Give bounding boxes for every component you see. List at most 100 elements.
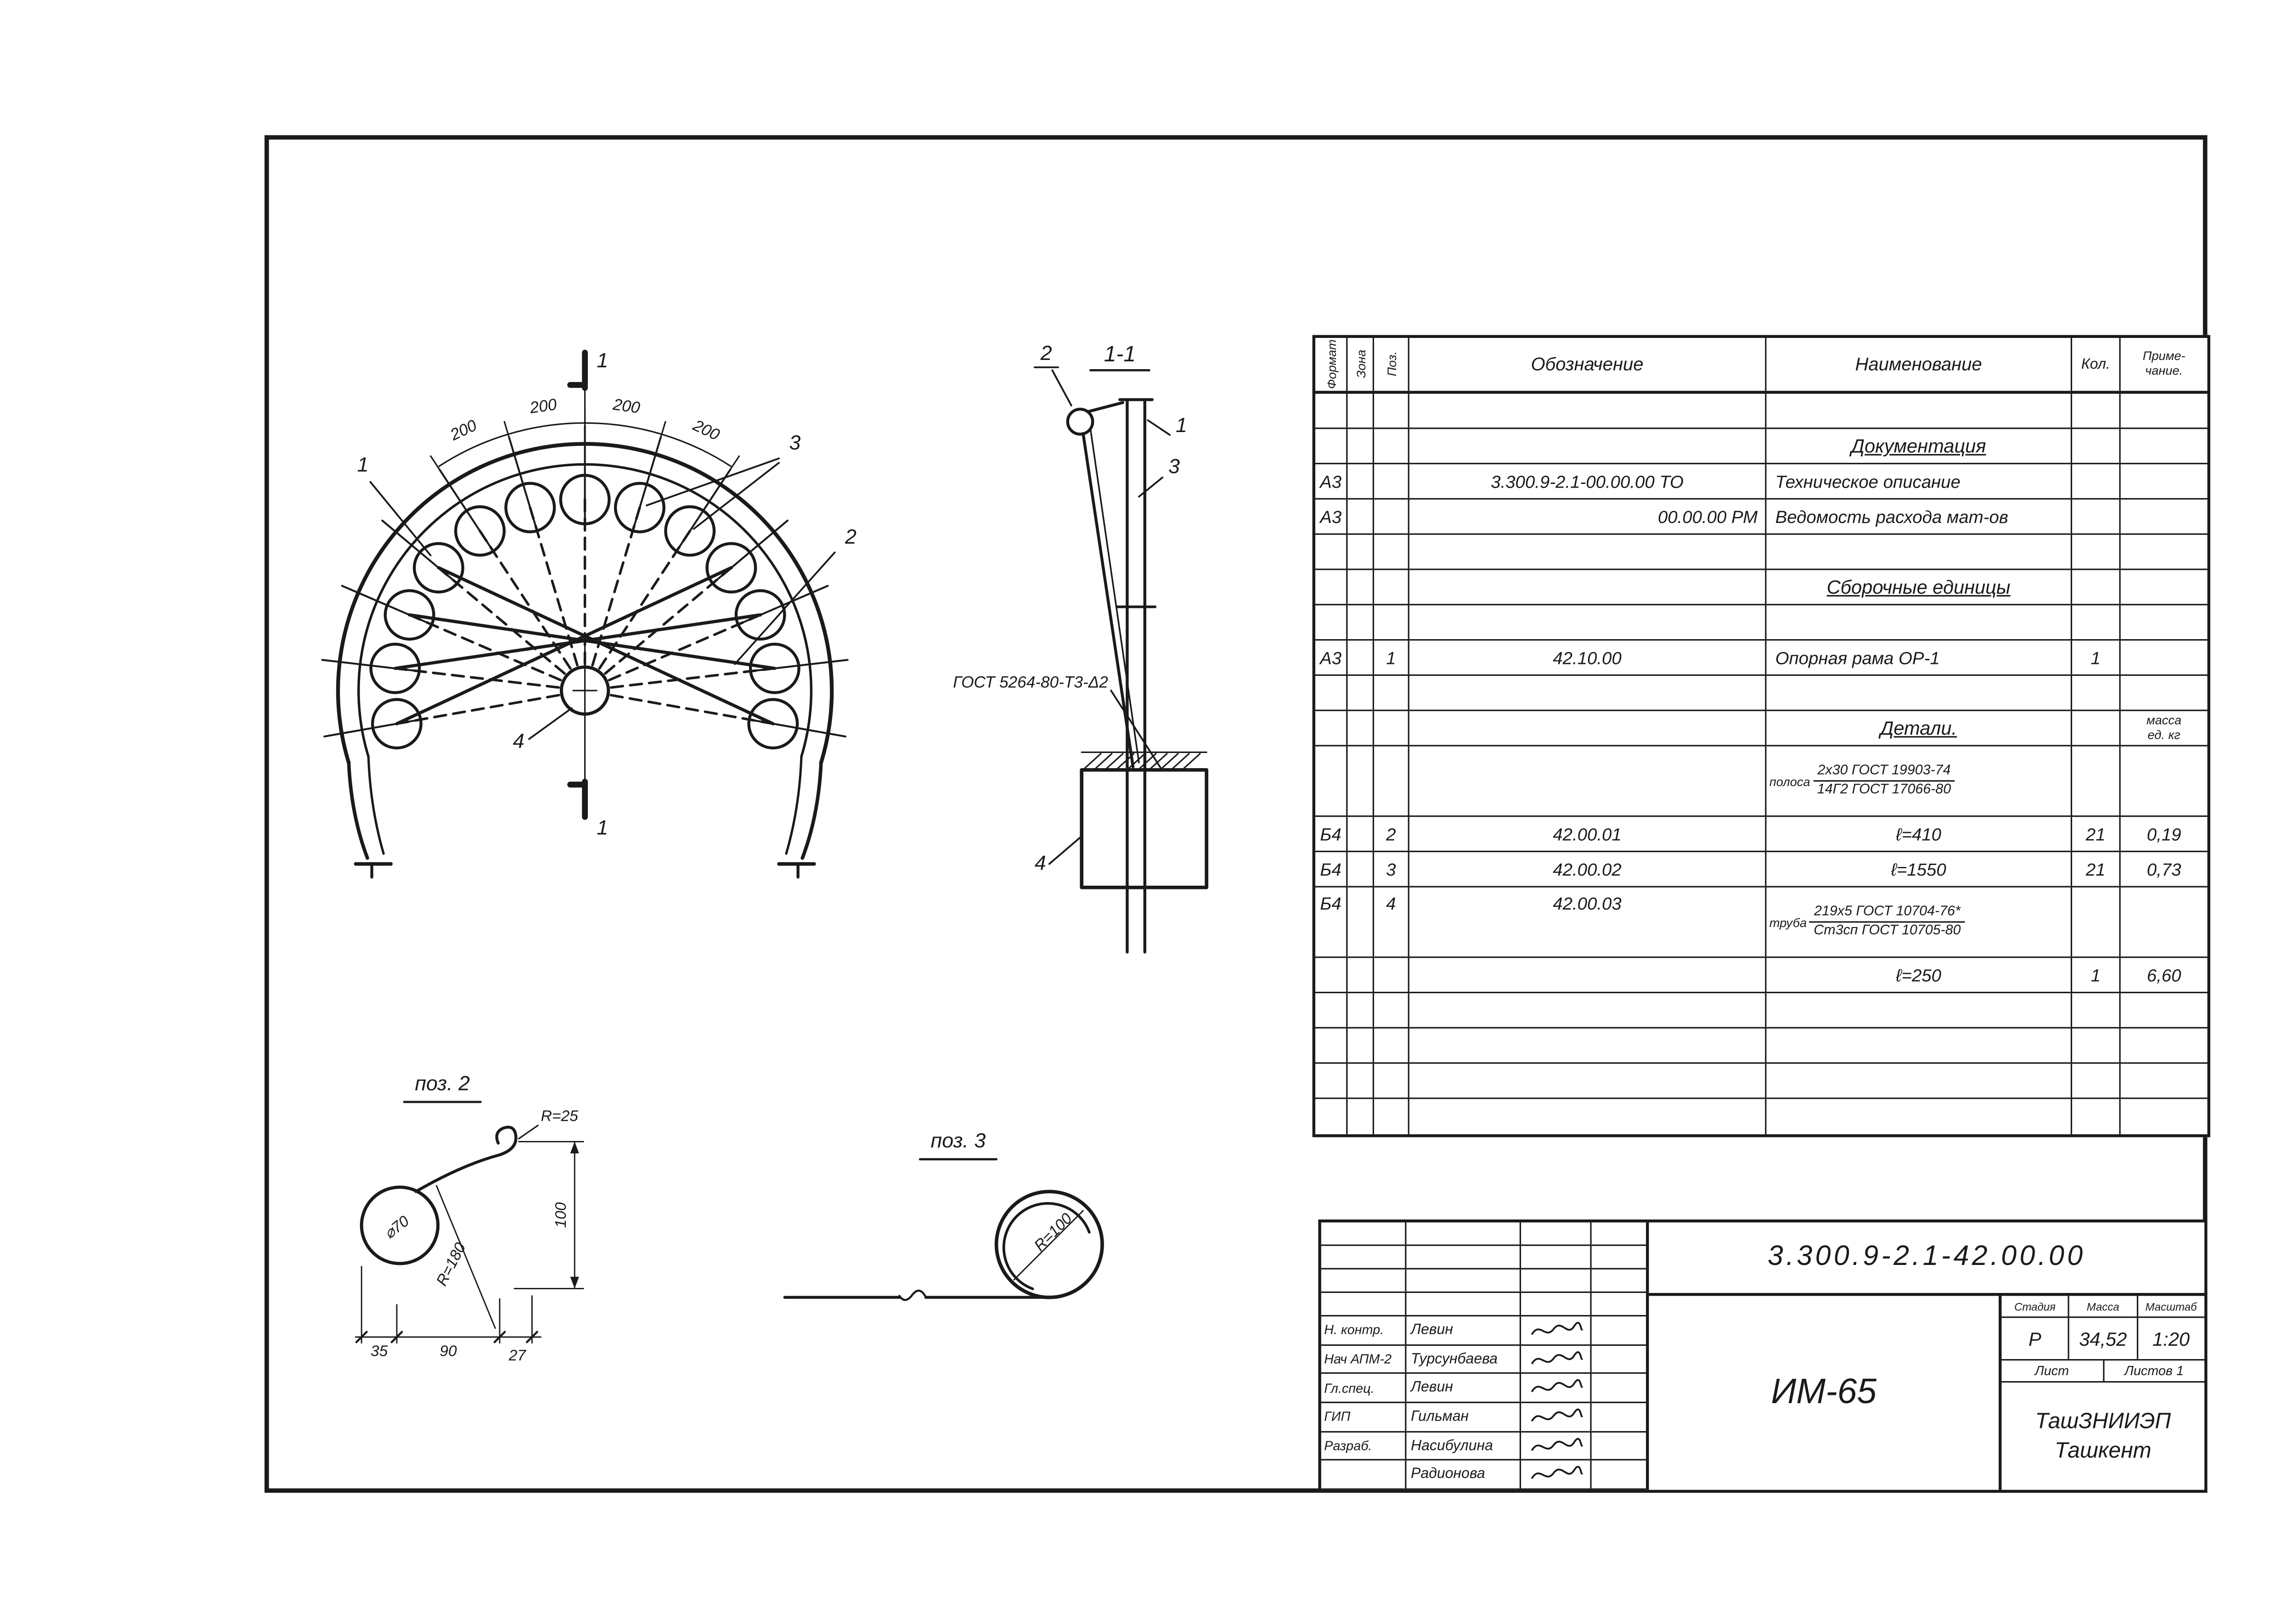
spec-name-text: Техническое описание (1775, 471, 1961, 492)
title-block-right: 3.300.9-2.1-42.00.00 ИМ-65 Стадия Масса … (1649, 1222, 2204, 1490)
section-title: 1-1 (1104, 342, 1136, 366)
spec-cell-qty (2072, 570, 2121, 604)
role-text: ГИП (1324, 1409, 1351, 1424)
name-cell: Турсунбаева (1406, 1345, 1521, 1373)
date-cell (1592, 1270, 1646, 1292)
spec-cell-name: Ведомость расхода мат-ов (1766, 500, 2072, 534)
spec-section-title: Детали. (1880, 717, 1957, 739)
spec-cell-name (1766, 393, 2072, 428)
spec-cell-zone (1347, 641, 1374, 674)
spec-cell-note (2121, 888, 2208, 956)
role-cell (1321, 1222, 1407, 1245)
spec-cell-zone (1347, 711, 1374, 745)
spec-pos-text: 3 (1386, 859, 1396, 880)
spec-cell-note (2121, 605, 2208, 639)
spec-cell-zone (1347, 1063, 1374, 1098)
signature-row: Радионова (1321, 1461, 1646, 1490)
spec-cell-qty (2072, 1028, 2121, 1062)
spec-pos-text: 2 (1386, 823, 1396, 844)
spec-cell-designation (1409, 393, 1767, 428)
callout-4: 4 (513, 730, 524, 753)
spec-pos-text: 4 (1386, 893, 1396, 914)
spec-cell-zone (1347, 993, 1374, 1027)
callout-2: 2 (845, 525, 857, 548)
spec-designation-text: 42.00.03 (1553, 893, 1622, 914)
date-cell (1592, 1432, 1646, 1460)
spec-cell-format (1315, 676, 1348, 710)
signature-row-empty (1321, 1246, 1646, 1270)
spec-cell-note (2121, 570, 2208, 604)
spec-cell-note (2121, 1028, 2208, 1062)
signature-row-empty (1321, 1293, 1646, 1317)
spec-qty-text: 21 (2085, 859, 2106, 880)
spec-cell-name (1766, 605, 2072, 639)
date-cell (1592, 1246, 1646, 1268)
spec-cell-designation (1409, 711, 1767, 745)
spec-cell-format: Б4 (1315, 817, 1348, 851)
pipe-section (1080, 768, 1209, 889)
signature-cell (1521, 1293, 1592, 1315)
spec-row (1315, 393, 2208, 429)
spec-cell-note (2121, 429, 2208, 463)
brace-line (393, 613, 762, 670)
spec-row (1315, 534, 2208, 570)
name-cell (1406, 1246, 1521, 1268)
spec-format-text: Б4 (1320, 859, 1341, 880)
callout-2: 2 (1040, 342, 1052, 365)
name-text: Левин (1411, 1380, 1453, 1396)
left-leg (347, 761, 369, 860)
spec-cell-format (1315, 570, 1348, 604)
spec-header-name: Наименование (1766, 338, 2072, 391)
name-cell: Насибулина (1406, 1432, 1521, 1460)
spec-cell-name: ℓ=1550 (1766, 852, 2072, 886)
spec-cell-pos (1374, 500, 1409, 534)
name-cell (1406, 1269, 1521, 1292)
spec-cell-name: ℓ=410 (1766, 817, 2072, 851)
spec-row: Сборочные единицы (1315, 570, 2208, 606)
hatch-pattern (1084, 753, 1201, 770)
signature-cell (1521, 1222, 1592, 1245)
spec-cell-pos (1374, 1099, 1409, 1135)
detail-pos-2: поз. 2 ⌀70 R=25 R=180 100 (355, 1072, 584, 1364)
role-text: Н. контр. (1324, 1323, 1384, 1338)
document-number: 3.300.9-2.1-42.00.00 (1649, 1222, 2204, 1296)
spec-cell-qty (2072, 393, 2121, 428)
spec-cell-designation (1409, 1099, 1767, 1135)
signature-row-empty (1321, 1222, 1646, 1246)
spec-row (1315, 1099, 2207, 1135)
role-cell (1321, 1269, 1407, 1292)
spec-cell-zone (1347, 852, 1374, 886)
signature-cell (1521, 1374, 1592, 1402)
spec-cell-qty (2072, 605, 2121, 639)
spec-cell-name: ℓ=250 (1766, 958, 2072, 992)
spec-cell-designation: 3.300.9-2.1-00.00.00 ТО (1409, 464, 1767, 498)
spec-cell-zone (1347, 464, 1374, 498)
spec-cell-note (2121, 641, 2208, 674)
detail-pos-3: поз. 3 R=100 (783, 1129, 1104, 1301)
spec-cell-format (1315, 1028, 1348, 1062)
spec-row (1315, 676, 2208, 711)
spec-cell-note (2121, 500, 2208, 534)
spec-cell-qty: 1 (2072, 958, 2121, 992)
spec-cell-designation (1409, 958, 1767, 992)
material-spec-top: 2х30 ГОСТ 19903-74 (1813, 763, 1956, 782)
spec-cell-format (1315, 958, 1348, 992)
spec-cell-designation (1409, 605, 1767, 639)
spec-name-text: ℓ=410 (1896, 823, 1942, 844)
role-cell: Н. контр. (1321, 1316, 1407, 1344)
spec-cell-note (2121, 1099, 2208, 1135)
spec-cell-designation (1409, 746, 1767, 815)
spec-cell-note: 0,19 (2121, 817, 2208, 851)
mass-note-top: масса (2146, 712, 2182, 727)
signature-mark (1530, 1379, 1583, 1393)
spec-header-format: Формат (1315, 338, 1348, 391)
spec-cell-designation: 42.00.01 (1409, 817, 1767, 851)
coil-spiral (1002, 1202, 1091, 1290)
spec-cell-zone (1347, 817, 1374, 851)
name-text: Насибулина (1411, 1438, 1493, 1454)
spec-cell-designation (1409, 676, 1767, 710)
date-cell (1592, 1374, 1646, 1402)
